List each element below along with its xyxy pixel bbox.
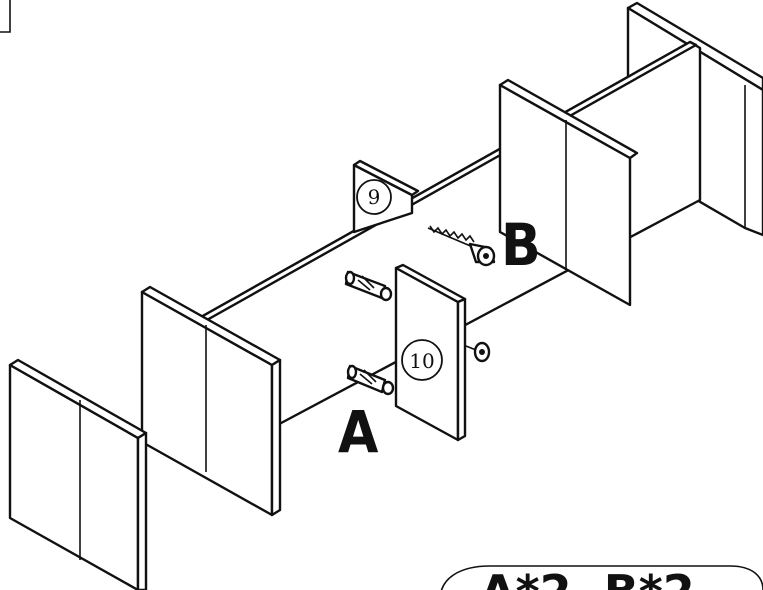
right-divider: [498, 78, 639, 307]
quantity-badge: A*2 B*2: [440, 565, 763, 590]
part-10-number: 10: [409, 349, 434, 373]
left-end-panel: [8, 358, 148, 590]
part-9-callout: 9: [356, 179, 392, 215]
left-divider: [140, 285, 282, 517]
part-10-callout: 10: [401, 339, 443, 381]
hardware-label-b: B: [501, 211, 541, 279]
part-9-number: 9: [368, 185, 381, 209]
hardware-label-a: A: [338, 398, 379, 466]
cam-lock-b: [465, 341, 491, 363]
cam-dowel-a-upper: [344, 270, 393, 302]
quantity-text: A*2 B*2: [480, 565, 695, 590]
cam-bolt-b: [427, 225, 496, 267]
cam-dowel-a-lower: [346, 364, 395, 396]
frame-corner-mark: [0, 0, 11, 33]
